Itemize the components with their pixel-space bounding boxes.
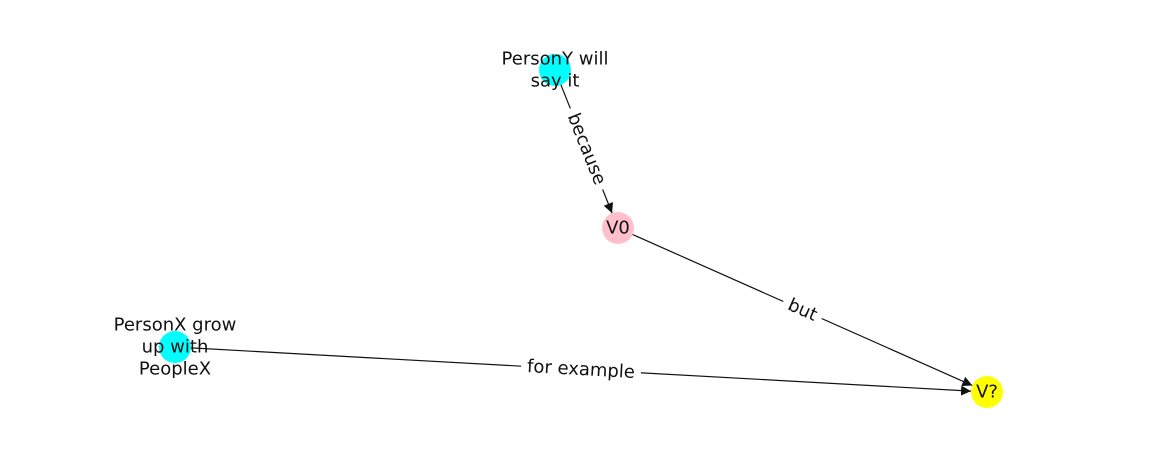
edge-label-group: but (778, 290, 827, 330)
edge-label-background (520, 353, 642, 386)
node-circle (602, 212, 634, 244)
node-label: say it (531, 71, 580, 92)
edges-layer: because but for example (184, 78, 973, 396)
edge-label: because (563, 110, 610, 188)
node-circle (159, 331, 191, 363)
edge-label-background (778, 290, 827, 330)
edge-label-background (558, 103, 615, 195)
edge-label-group: for example (520, 353, 642, 386)
node-circle (539, 54, 571, 86)
node-label: V? (976, 382, 998, 403)
node-label: PeopleX (139, 359, 211, 380)
node-label: up with (142, 337, 209, 358)
node-n_vq: V? (971, 376, 1003, 408)
node-label: PersonY will (502, 49, 609, 70)
node-label: V0 (606, 218, 630, 239)
node-n_v0: V0 (602, 212, 634, 244)
node-label: PersonX grow (114, 315, 237, 336)
edge-label-group: because (558, 103, 615, 195)
node-circle (971, 376, 1003, 408)
